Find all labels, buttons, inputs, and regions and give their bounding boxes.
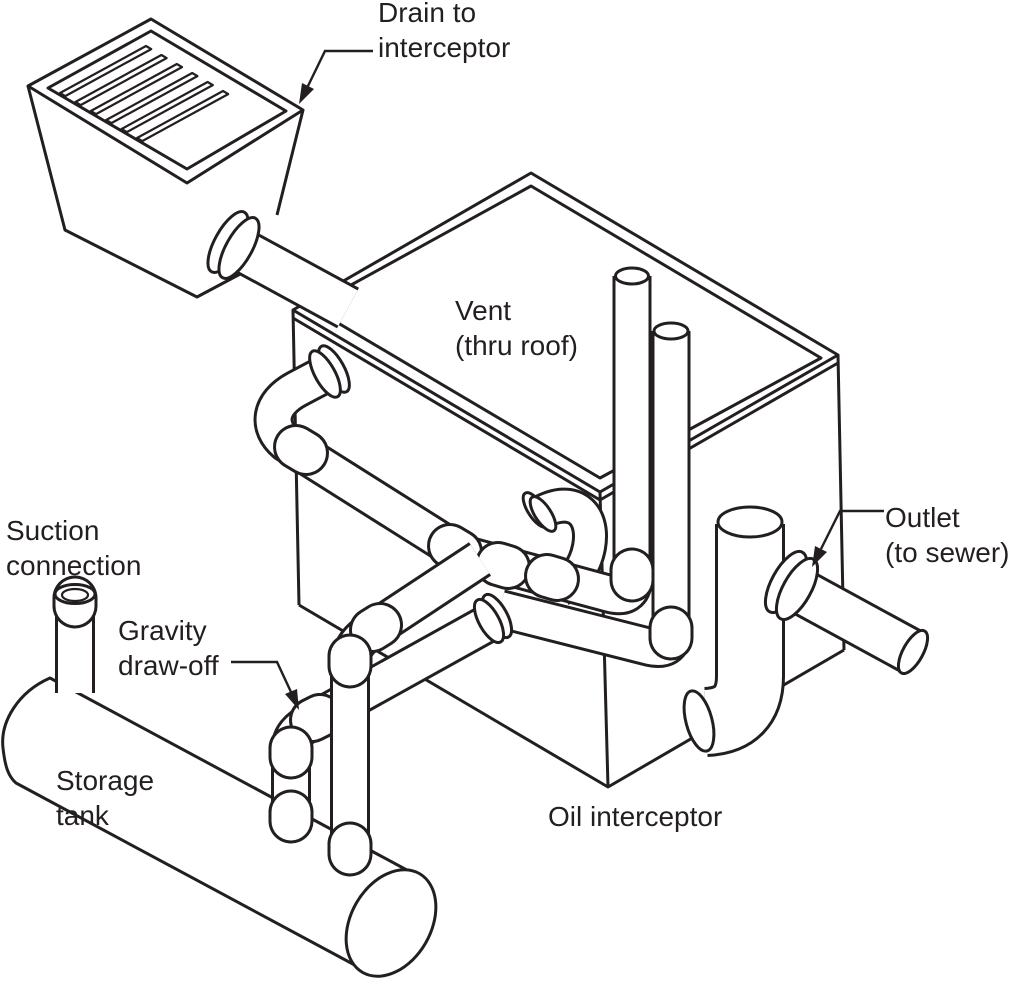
svg-text:Suction: Suction	[6, 515, 99, 546]
drain-grate-rim	[46, 29, 288, 171]
svg-text:tank: tank	[56, 800, 110, 831]
drain-to-interceptor-pipe	[206, 210, 359, 329]
drain-arrowhead	[299, 83, 314, 104]
label-drain-line2: interceptor	[378, 32, 510, 63]
svg-text:Gravity: Gravity	[118, 615, 207, 646]
outlet-arrowhead	[812, 546, 827, 567]
floor-drain	[26, 17, 305, 299]
label-drain: Drain to interceptor	[299, 0, 510, 104]
vent-2-open-top	[652, 321, 690, 341]
label-storage: Storage tank	[56, 765, 154, 831]
label-outlet-line2: (to sewer)	[885, 537, 1009, 568]
outlet-standpipe	[682, 505, 785, 757]
label-outlet: Outlet (to sewer)	[812, 502, 1009, 568]
label-interceptor-line1: Oil interceptor	[548, 801, 722, 832]
label-storage-line1: Storage	[56, 765, 154, 796]
vent-2-run	[495, 589, 694, 668]
drain-pipe-hub-bead	[217, 216, 261, 280]
tank-body	[1, 676, 420, 972]
gravity-wall-bead	[472, 597, 506, 645]
suction-connection-pipe	[52, 575, 98, 693]
svg-text:Vent: Vent	[455, 295, 511, 326]
tank-end-cap	[344, 868, 438, 978]
standpipe-open-top	[716, 505, 784, 539]
gravity-arrowhead	[285, 689, 299, 710]
label-storage-line2: tank	[56, 800, 110, 831]
standpipe-mouth	[682, 689, 716, 753]
vent-stack-2	[651, 321, 691, 636]
svg-text:Outlet: Outlet	[885, 502, 960, 533]
storage-tank	[1, 676, 438, 978]
annotations: Drain to interceptor Vent (thru roof) Ou…	[6, 0, 1009, 832]
label-gravity-line1: Gravity	[118, 615, 207, 646]
outlet-pipe	[763, 549, 930, 676]
svg-text:interceptor: interceptor	[378, 32, 510, 63]
svg-text:Storage: Storage	[56, 765, 154, 796]
trap-end-bead	[528, 495, 558, 533]
label-suction-line2: connection	[6, 550, 141, 581]
outlet-pipe-end	[896, 628, 930, 676]
outlet-leader-line	[819, 509, 884, 550]
drain-body-left-edges	[26, 85, 260, 299]
box-top-inner-rim	[309, 184, 823, 480]
suction-opening	[60, 587, 90, 603]
label-interceptor: Oil interceptor	[548, 801, 722, 832]
label-outlet-line1: Outlet	[885, 502, 960, 533]
label-suction: Suction connection	[6, 515, 141, 581]
gravity-leader-line	[231, 660, 293, 693]
drain-body-right-edge	[275, 109, 305, 216]
label-vent: Vent (thru roof)	[455, 295, 578, 361]
label-suction-line1: Suction	[6, 515, 99, 546]
wall-stub-bead	[308, 349, 342, 399]
svg-text:draw-off: draw-off	[118, 650, 219, 681]
svg-text:Oil interceptor: Oil interceptor	[548, 801, 722, 832]
label-drain-line1: Drain to	[378, 0, 476, 28]
svg-text:(to sewer): (to sewer)	[885, 537, 1009, 568]
svg-text:(thru roof): (thru roof)	[455, 330, 578, 361]
svg-text:Drain to: Drain to	[378, 0, 476, 28]
gravity-collars	[268, 693, 343, 844]
vent-stack-1	[612, 266, 652, 577]
label-vent-line1: Vent	[455, 295, 511, 326]
label-gravity-line2: draw-off	[118, 650, 219, 681]
vent-1-open-top	[614, 266, 650, 286]
label-gravity: Gravity draw-off	[118, 615, 299, 710]
gravity-drawoff-line	[268, 592, 514, 844]
label-vent-line2: (thru roof)	[455, 330, 578, 361]
drain-leader-line	[305, 49, 373, 89]
drain-grate-slats	[58, 44, 230, 143]
svg-text:connection: connection	[6, 550, 141, 581]
